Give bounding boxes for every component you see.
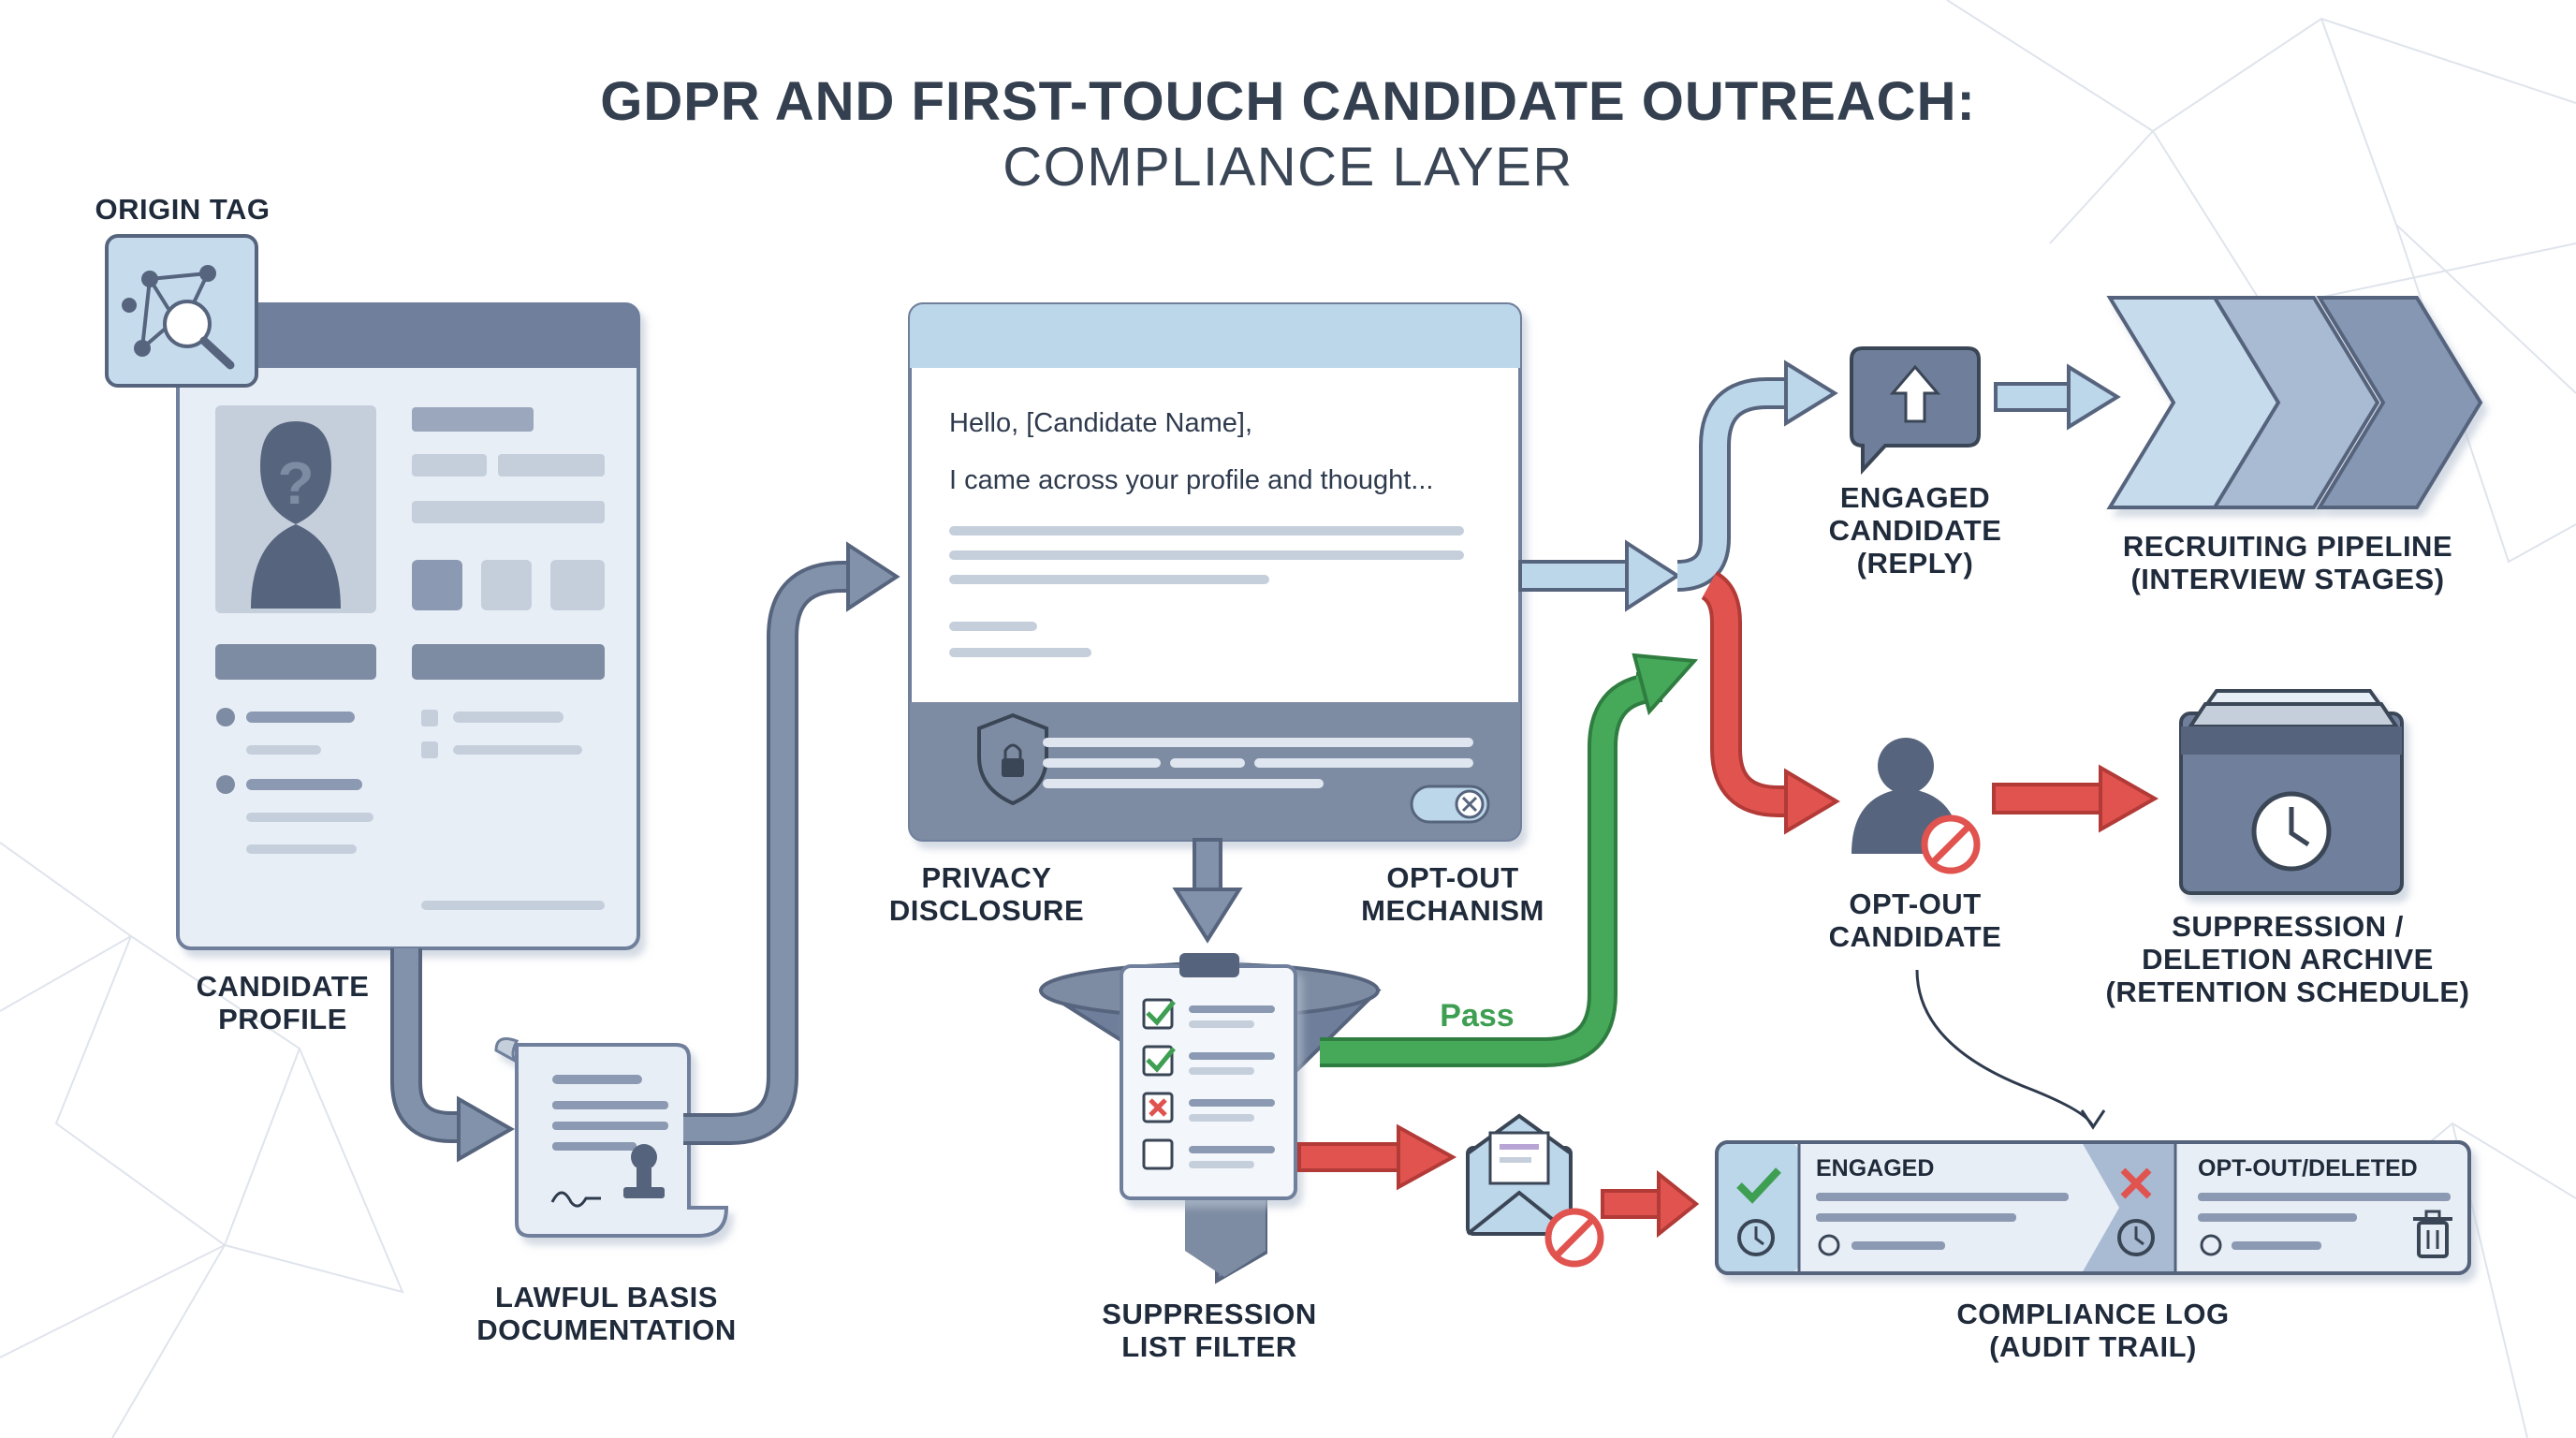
- lawful-basis-label-1: LAWFUL BASIS: [495, 1281, 718, 1313]
- connector-profile-to-lawful-basis: [390, 948, 516, 1163]
- log-engaged-label: ENGAGED: [1816, 1155, 1934, 1181]
- profile-photo: ?: [215, 405, 376, 613]
- recruiting-pipeline-stages: [2106, 296, 2483, 509]
- checklist-items: [1142, 998, 1275, 1170]
- stamp-icon: [631, 1144, 657, 1170]
- opt-out-person-icon: [1852, 738, 1981, 874]
- email-body-placeholders: [949, 526, 1464, 657]
- connector-filter-to-blocked: [1297, 1123, 1457, 1191]
- engaged-reply-icon: [1850, 346, 1981, 476]
- candidate-profile-card: [176, 302, 640, 950]
- log-clock-icon: [1737, 1219, 1775, 1256]
- opt-out-candidate-label-2: CANDIDATE: [1829, 920, 2002, 953]
- connector-lawful-basis-to-email: [683, 541, 900, 1145]
- connector-opt-out-to-log: [1915, 969, 2106, 1130]
- engaged-candidate-label-2: CANDIDATE: [1829, 514, 2002, 547]
- recruiting-pipeline-label-2: (INTERVIEW STAGES): [2130, 563, 2444, 595]
- suppression-filter-label-1: SUPPRESSION: [1102, 1298, 1316, 1330]
- opt-out-mechanism-label-2: MECHANISM: [1361, 894, 1544, 927]
- arrow-up-icon: [1889, 364, 1941, 423]
- log-check-icon: [1736, 1167, 1781, 1204]
- page-title: GDPR AND FIRST-TOUCH CANDIDATE OUTREACH:: [600, 71, 1976, 132]
- connector-opt-out-to-archive: [1992, 764, 2159, 833]
- connector-email-to-filter: [1172, 838, 1243, 944]
- suppression-archive-label-1: SUPPRESSION /: [2172, 910, 2404, 943]
- origin-tag-icon: [105, 234, 258, 388]
- connector-engaged-to-pipeline: [1994, 363, 2121, 431]
- suppression-archive-label-2: DELETION ARCHIVE: [2142, 943, 2434, 976]
- privacy-text-placeholders: [1043, 738, 1473, 788]
- compliance-log-label-1: COMPLIANCE LOG: [1956, 1298, 2229, 1330]
- lawful-basis-document: [494, 1037, 729, 1238]
- trash-icon: [2413, 1210, 2452, 1258]
- connector-branch-to-engaged: [1676, 360, 1838, 592]
- person-silhouette-icon: [251, 421, 341, 609]
- privacy-disclosure-label-2: DISCLOSURE: [889, 894, 1084, 927]
- recruiting-pipeline-label-1: RECRUITING PIPELINE: [2123, 530, 2452, 563]
- close-icon: [1461, 796, 1478, 813]
- unknown-candidate-glyph: ?: [277, 449, 314, 517]
- connector-blocked-to-log: [1601, 1169, 1700, 1239]
- pass-label: Pass: [1440, 998, 1514, 1034]
- opt-out-mechanism-label-1: OPT-OUT: [1386, 861, 1518, 894]
- engaged-candidate-label-1: ENGAGED: [1840, 481, 1990, 514]
- email-greeting: Hello, [Candidate Name],: [949, 408, 1252, 438]
- connector-branch-to-opt-out: [1700, 571, 1840, 835]
- privacy-disclosure-label-1: PRIVACY: [921, 861, 1051, 894]
- profile-field-placeholders: [215, 407, 605, 910]
- log-opt-out-label: OPT-OUT/DELETED: [2198, 1155, 2418, 1181]
- log-clock-icon-2: [2117, 1219, 2155, 1256]
- opt-out-candidate-label-1: OPT-OUT: [1849, 888, 1981, 920]
- log-engaged-placeholders: [1816, 1193, 2069, 1256]
- compliance-log-label-2: (AUDIT TRAIL): [1989, 1330, 2197, 1363]
- check-icon: [1146, 1000, 1176, 1026]
- connector-email-to-branch: [1518, 539, 1681, 612]
- email-body-line: I came across your profile and thought..…: [949, 465, 1433, 495]
- connector-pass-green: [1320, 653, 1699, 1067]
- candidate-profile-label-2: PROFILE: [218, 1003, 347, 1035]
- candidate-profile-label-1: CANDIDATE: [197, 970, 370, 1003]
- suppression-filter-label-2: LIST FILTER: [1121, 1330, 1296, 1363]
- check-icon: [1146, 1047, 1176, 1073]
- origin-tag-label: ORIGIN TAG: [95, 193, 271, 226]
- blocked-email-icon: [1466, 1113, 1604, 1268]
- suppression-archive-label-3: (RETENTION SCHEDULE): [2106, 976, 2470, 1008]
- lawful-basis-label-2: DOCUMENTATION: [476, 1313, 736, 1346]
- log-cross-icon: [2120, 1167, 2152, 1199]
- engaged-candidate-label-3: (REPLY): [1857, 547, 1974, 580]
- suppression-archive-box: [2179, 689, 2404, 895]
- outreach-email-window: [908, 302, 1522, 842]
- cross-icon: [1149, 1098, 1167, 1117]
- opt-out-toggle[interactable]: [1410, 785, 1490, 824]
- log-opt-out-placeholders: [2198, 1193, 2451, 1256]
- page-subtitle: COMPLIANCE LAYER: [1003, 137, 1573, 198]
